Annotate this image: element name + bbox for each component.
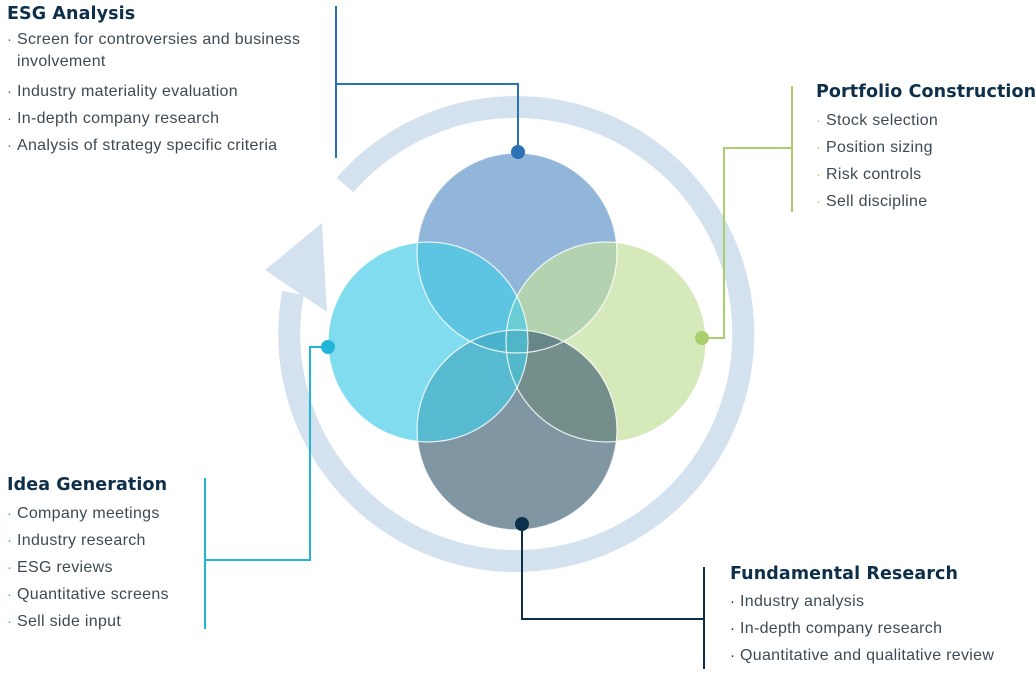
portfolio-connector (695, 86, 793, 345)
cycle-arrowhead (265, 223, 327, 312)
list-item: ·Sell side input (7, 608, 169, 635)
list-item: ·Industry materiality evaluation (7, 78, 317, 105)
portfolio-construction-title: Portfolio Construction (816, 82, 1036, 102)
list-item: ·Company meetings (7, 500, 169, 527)
idea-generation-title: Idea Generation (7, 475, 168, 495)
bullet-dot: · (816, 139, 822, 156)
list-item: ·In-depth company research (7, 105, 317, 132)
bullet-dot: · (7, 31, 13, 48)
list-item: ·ESG reviews (7, 554, 169, 581)
fundamental-research-section: Fundamental Research ·Industry analysis … (730, 564, 994, 669)
esg-analysis-title: ESG Analysis (7, 4, 136, 24)
bullet-dot: · (7, 559, 13, 576)
list-item: ·Industry analysis (730, 588, 994, 615)
list-item: ·Risk controls (816, 161, 1036, 188)
list-item: ·Position sizing (816, 134, 1036, 161)
bullet-dot: · (730, 647, 736, 664)
fundamental-research-list: ·Industry analysis ·In-depth company res… (730, 588, 994, 669)
bullet-dot: · (7, 505, 13, 522)
list-item: ·Analysis of strategy specific criteria (7, 132, 317, 159)
list-item: ·Industry research (7, 527, 169, 554)
bullet-dot: · (7, 137, 13, 154)
list-item: ·Quantitative and qualitative review (730, 642, 994, 669)
fundamental-node (515, 517, 529, 531)
esg-analysis-section: ESG Analysis ·Screen for controversies a… (7, 4, 317, 159)
bullet-dot: · (816, 166, 822, 183)
esg-node (511, 145, 525, 159)
idea-generation-section: Idea Generation ·Company meetings ·Indus… (7, 475, 169, 635)
venn-circles (327, 152, 707, 531)
portfolio-construction-section: Portfolio Construction ·Stock selection … (816, 82, 1036, 215)
bullet-dot: · (7, 613, 13, 630)
bullet-dot: · (7, 532, 13, 549)
bullet-dot: · (730, 620, 736, 637)
esg-connector (335, 6, 525, 159)
bullet-dot: · (816, 112, 822, 129)
cycle-ring-arrow (278, 96, 755, 572)
bullet-dot: · (7, 83, 13, 100)
list-item: ·Quantitative screens (7, 581, 169, 608)
portfolio-node (695, 331, 709, 345)
fundamental-research-title: Fundamental Research (730, 564, 959, 584)
idea-connector (204, 340, 335, 629)
fundamental-connector (515, 517, 705, 669)
list-item: ·Stock selection (816, 107, 1036, 134)
idea-generation-list: ·Company meetings ·Industry research ·ES… (7, 500, 169, 635)
list-item: ·In-depth company research (730, 615, 994, 642)
list-item: ·Screen for controversies and business i… (7, 31, 301, 70)
list-item: ·Sell discipline (816, 188, 1036, 215)
bullet-dot: · (816, 193, 822, 210)
circle-idea (328, 242, 528, 442)
bullet-dot: · (730, 593, 736, 610)
esg-analysis-list: ·Screen for controversies and business i… (7, 29, 317, 159)
idea-node (321, 340, 335, 354)
portfolio-construction-list: ·Stock selection ·Position sizing ·Risk … (816, 107, 1036, 215)
bullet-dot: · (7, 110, 13, 127)
bullet-dot: · (7, 586, 13, 603)
